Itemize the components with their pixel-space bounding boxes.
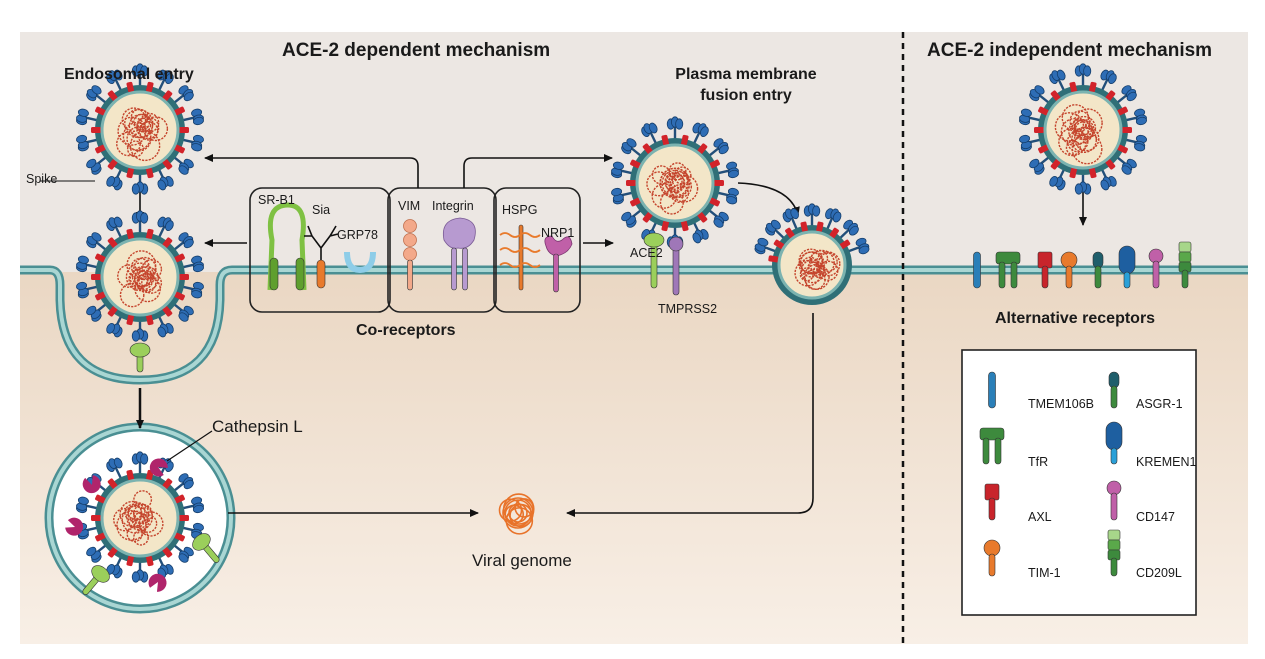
plasma-membrane-label: Plasma membrane fusion entry	[656, 66, 836, 105]
ace2-endosome-inner-2	[82, 565, 110, 595]
alt-receptor-membrane-asgr	[1092, 251, 1104, 289]
srb1-tm-2	[295, 257, 305, 291]
vim-bead-2	[403, 233, 417, 247]
alt-receptor-membrane-kremen	[1118, 245, 1136, 289]
legend-tmem-icon	[988, 371, 996, 409]
integrin-alpha	[451, 247, 457, 291]
legend-cd209-icon	[1107, 529, 1121, 577]
plasma-membrane-line1: Plasma membrane	[675, 66, 817, 83]
nrp1-stalk	[553, 253, 559, 293]
legend-kremen-icon	[1105, 421, 1123, 465]
grp78-icon	[344, 251, 376, 274]
legend-asgr1-label: ASGR-1	[1136, 397, 1183, 411]
virus-endosomal-binding	[76, 210, 204, 342]
cathepsin-l-label: Cathepsin L	[212, 417, 303, 436]
legend-tfr-label: TfR	[1028, 455, 1049, 469]
co-receptor-integrin-label: Integrin	[432, 199, 474, 213]
srb1-tm-1	[269, 257, 279, 291]
plasma-membrane-line2: fusion entry	[700, 87, 792, 104]
virus-fusing	[754, 203, 870, 305]
tmprss2-label: TMPRSS2	[658, 302, 718, 316]
ace2-independent-heading: ACE-2 independent mechanism	[927, 40, 1213, 61]
co-receptor-hspg-label: HSPG	[502, 203, 538, 217]
legend-tmem106b-label: TMEM106B	[1028, 397, 1094, 411]
alt-receptor-membrane-tfr	[995, 251, 1021, 289]
integrin-icon	[442, 217, 476, 249]
cathepsin-l-leader	[166, 430, 213, 462]
alt-receptor-membrane-cd209	[1178, 241, 1192, 289]
virus-ace2-independent	[1019, 63, 1147, 195]
alt-receptor-membrane-cd147	[1148, 248, 1164, 289]
vim-stalk	[407, 259, 413, 291]
co-receptor-boxes	[249, 187, 581, 313]
sia-anchor	[316, 259, 326, 289]
cathepsin-l-2	[65, 517, 84, 536]
co-receptors-label: Co-receptors	[356, 322, 456, 339]
hspg-chain-3	[499, 262, 541, 268]
co-receptor-sia-label: Sia	[312, 203, 331, 217]
virus-in-endosome	[76, 451, 204, 583]
vim-bead-3	[403, 247, 417, 261]
legend-tim-icon	[983, 539, 1001, 577]
alternative-receptors-label: Alternative receptors	[995, 310, 1156, 327]
ace2-head-endosome	[129, 342, 151, 358]
legend-asgr-icon	[1108, 371, 1120, 409]
integrin-beta	[462, 247, 468, 291]
tmprss2-head	[668, 236, 684, 252]
hspg-core	[518, 224, 524, 291]
spike-label: Spike	[26, 172, 58, 186]
ace2-endosome-inner-1	[192, 533, 220, 563]
ace2-head-plasma	[643, 232, 665, 248]
cathepsin-l-4	[82, 475, 101, 494]
legend-tim1-label: TIM-1	[1028, 566, 1061, 580]
vim-bead-1	[403, 219, 417, 233]
cathepsin-l-1	[149, 458, 168, 477]
co-receptor-nrp1-label: NRP1	[541, 226, 575, 240]
co-receptor-vim-label: VIM	[398, 199, 421, 213]
alternative-receptors-legend-box	[961, 349, 1197, 616]
srb1-icon	[267, 202, 307, 291]
legend-cd147-icon	[1106, 480, 1122, 521]
endosomal-entry-label: Endosomal entry	[64, 66, 194, 83]
legend-tfr-icon	[979, 427, 1005, 465]
ace2-label: ACE2	[630, 246, 663, 260]
hspg-chain-2	[499, 247, 541, 253]
legend-cd147-label: CD147	[1136, 510, 1175, 524]
legend-axl-label: AXL	[1028, 510, 1052, 524]
legend-cd209l-label: CD209L	[1136, 566, 1182, 580]
ace2-dependent-heading: ACE-2 dependent mechanism	[282, 40, 551, 61]
virus-plasma-membrane	[611, 116, 739, 248]
alt-receptor-membrane-tmem	[973, 251, 981, 289]
legend-axl-icon	[984, 483, 1000, 521]
hspg-chain-1	[499, 232, 541, 238]
co-receptor-srb1-label: SR-B1	[258, 193, 295, 207]
alt-receptor-membrane-tim	[1060, 251, 1078, 289]
co-receptor-grp78-label: GRP78	[337, 228, 378, 242]
legend-kremen1-label: KREMEN1	[1136, 455, 1197, 469]
cathepsin-l-3	[148, 573, 167, 592]
sia-icon	[304, 225, 339, 262]
viral-genome-icon	[498, 493, 535, 535]
virus-endosomal-free	[76, 63, 204, 195]
viral-genome-label: Viral genome	[472, 551, 572, 570]
alt-receptor-membrane-axl	[1037, 251, 1053, 289]
